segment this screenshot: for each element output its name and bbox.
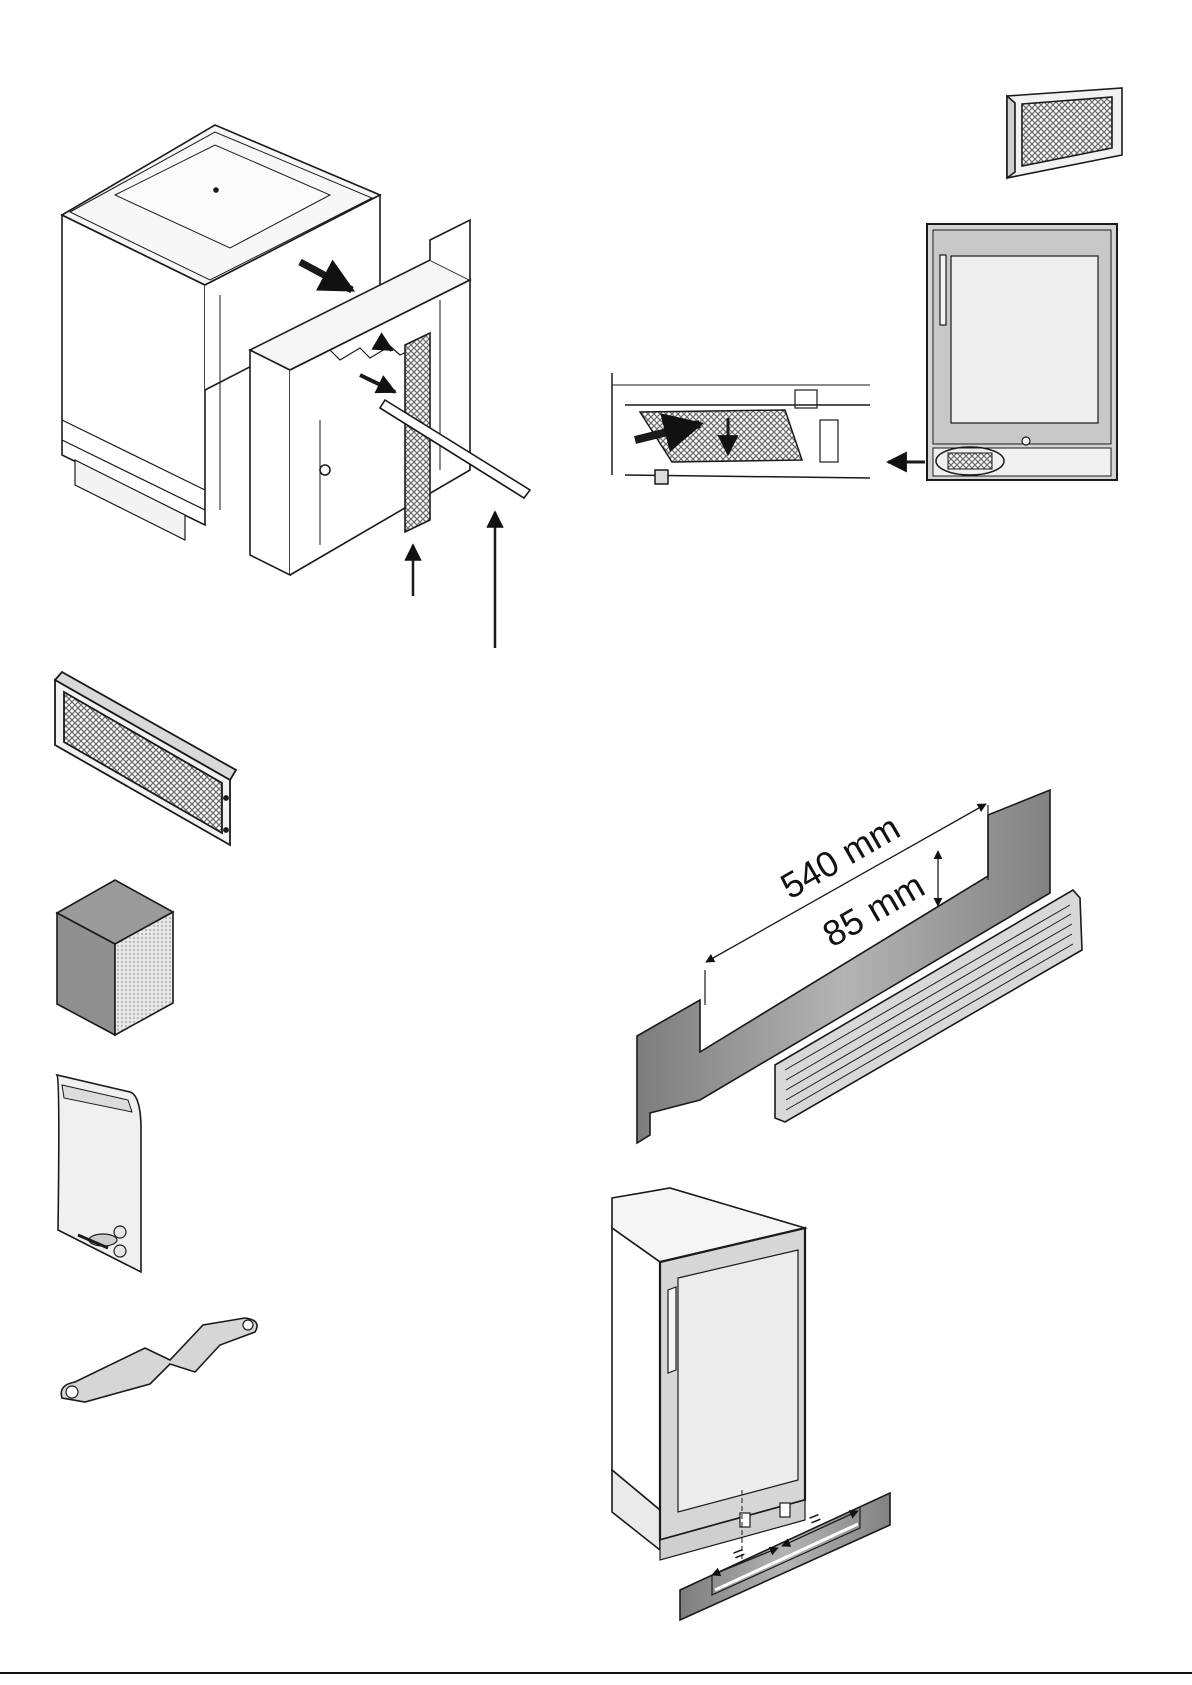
figure-plinth-cutout: 540 mm 85 mm (637, 790, 1082, 1143)
equal-sign-right: = (806, 1507, 825, 1532)
figure-filter-removal-closeup (612, 373, 870, 484)
figure-appliance-housing (62, 125, 530, 648)
figure-filter-block (57, 880, 173, 1035)
page-footer-rule (0, 1672, 1192, 1674)
figure-replacement-filter (1007, 88, 1122, 178)
figure-spanner (61, 1318, 257, 1402)
figure-ventilation-grille (55, 672, 236, 845)
figure-appliance-centred: = = (612, 1188, 890, 1620)
figure-appliance-front (888, 224, 1117, 480)
figure-fixings-bag (57, 1075, 141, 1272)
equal-sign-left: = (730, 1542, 749, 1567)
